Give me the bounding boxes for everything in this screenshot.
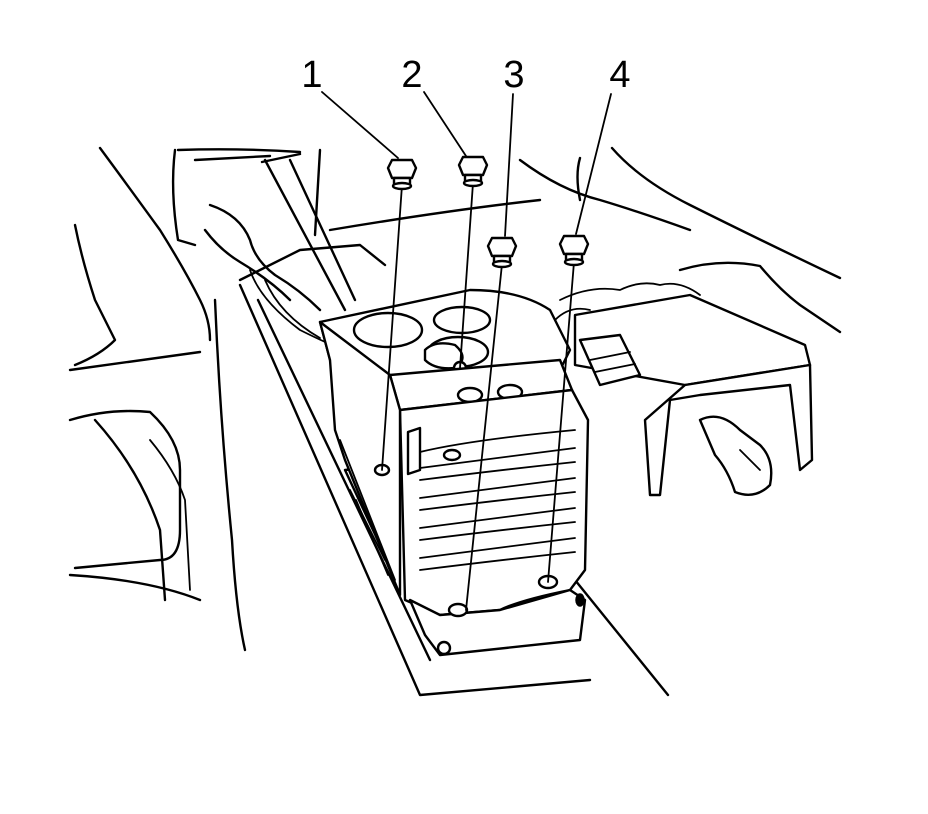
connector-assembly — [554, 282, 814, 497]
callout-label-2: 2 — [401, 54, 422, 96]
callout-label-1: 1 — [301, 54, 322, 96]
wiring-harness — [203, 152, 357, 351]
callout-leaders — [321, 91, 612, 237]
bolt-2 — [457, 155, 489, 369]
module-body — [318, 288, 590, 657]
callout-label-4: 4 — [609, 54, 630, 96]
bolt-3 — [465, 236, 518, 611]
vehicle-structure-right — [328, 146, 842, 334]
bolt-4 — [547, 234, 590, 583]
vehicle-structure-left — [68, 146, 322, 652]
bolt-1 — [381, 158, 418, 471]
callout-label-3: 3 — [503, 54, 524, 96]
